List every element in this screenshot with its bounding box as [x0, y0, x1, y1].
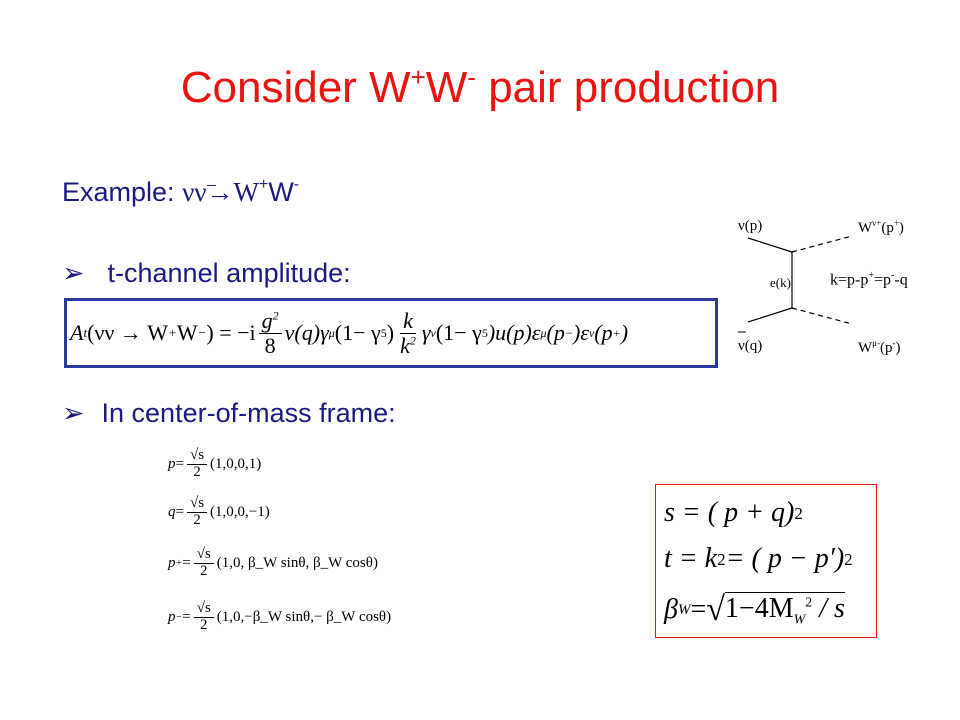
- label-nu-p: ν(p): [738, 218, 763, 234]
- neutrino-line-in: [747, 237, 793, 253]
- label-e-k: e(k): [770, 275, 791, 290]
- coupling-fraction: g2 8: [258, 309, 282, 357]
- w-minus-line: [791, 307, 853, 325]
- label-w-minus: Wμ-(p-): [858, 338, 901, 356]
- bullet-tchannel: ➢ t-channel amplitude:: [62, 258, 351, 288]
- w-plus-line: [791, 235, 853, 253]
- example-line: Example: νν→W+W-: [62, 176, 300, 207]
- bullet-arrow-icon: ➢: [62, 258, 85, 288]
- bullet-cm-frame: ➢ In center-of-mass frame:: [62, 398, 396, 428]
- kinematics-box: [655, 484, 877, 638]
- propagator-fraction: k k2: [400, 308, 416, 358]
- s-definition: s = ( p + q)2: [664, 497, 803, 528]
- feynman-diagram: [738, 235, 853, 333]
- bullet-arrow-icon: ➢: [62, 398, 85, 428]
- label-w-plus: Wν+(p+): [858, 218, 904, 236]
- amplitude-box: [64, 298, 718, 368]
- label-nubar-q: ν(q): [738, 338, 763, 354]
- antineutrino-line-in: [747, 307, 793, 323]
- nubar-overline: [207, 185, 216, 186]
- label-k-relation: k=p-p+=p--q: [830, 270, 908, 289]
- sqrt-symbol: √: [706, 591, 725, 628]
- slide-title: Consider W+W- pair production: [180, 62, 780, 112]
